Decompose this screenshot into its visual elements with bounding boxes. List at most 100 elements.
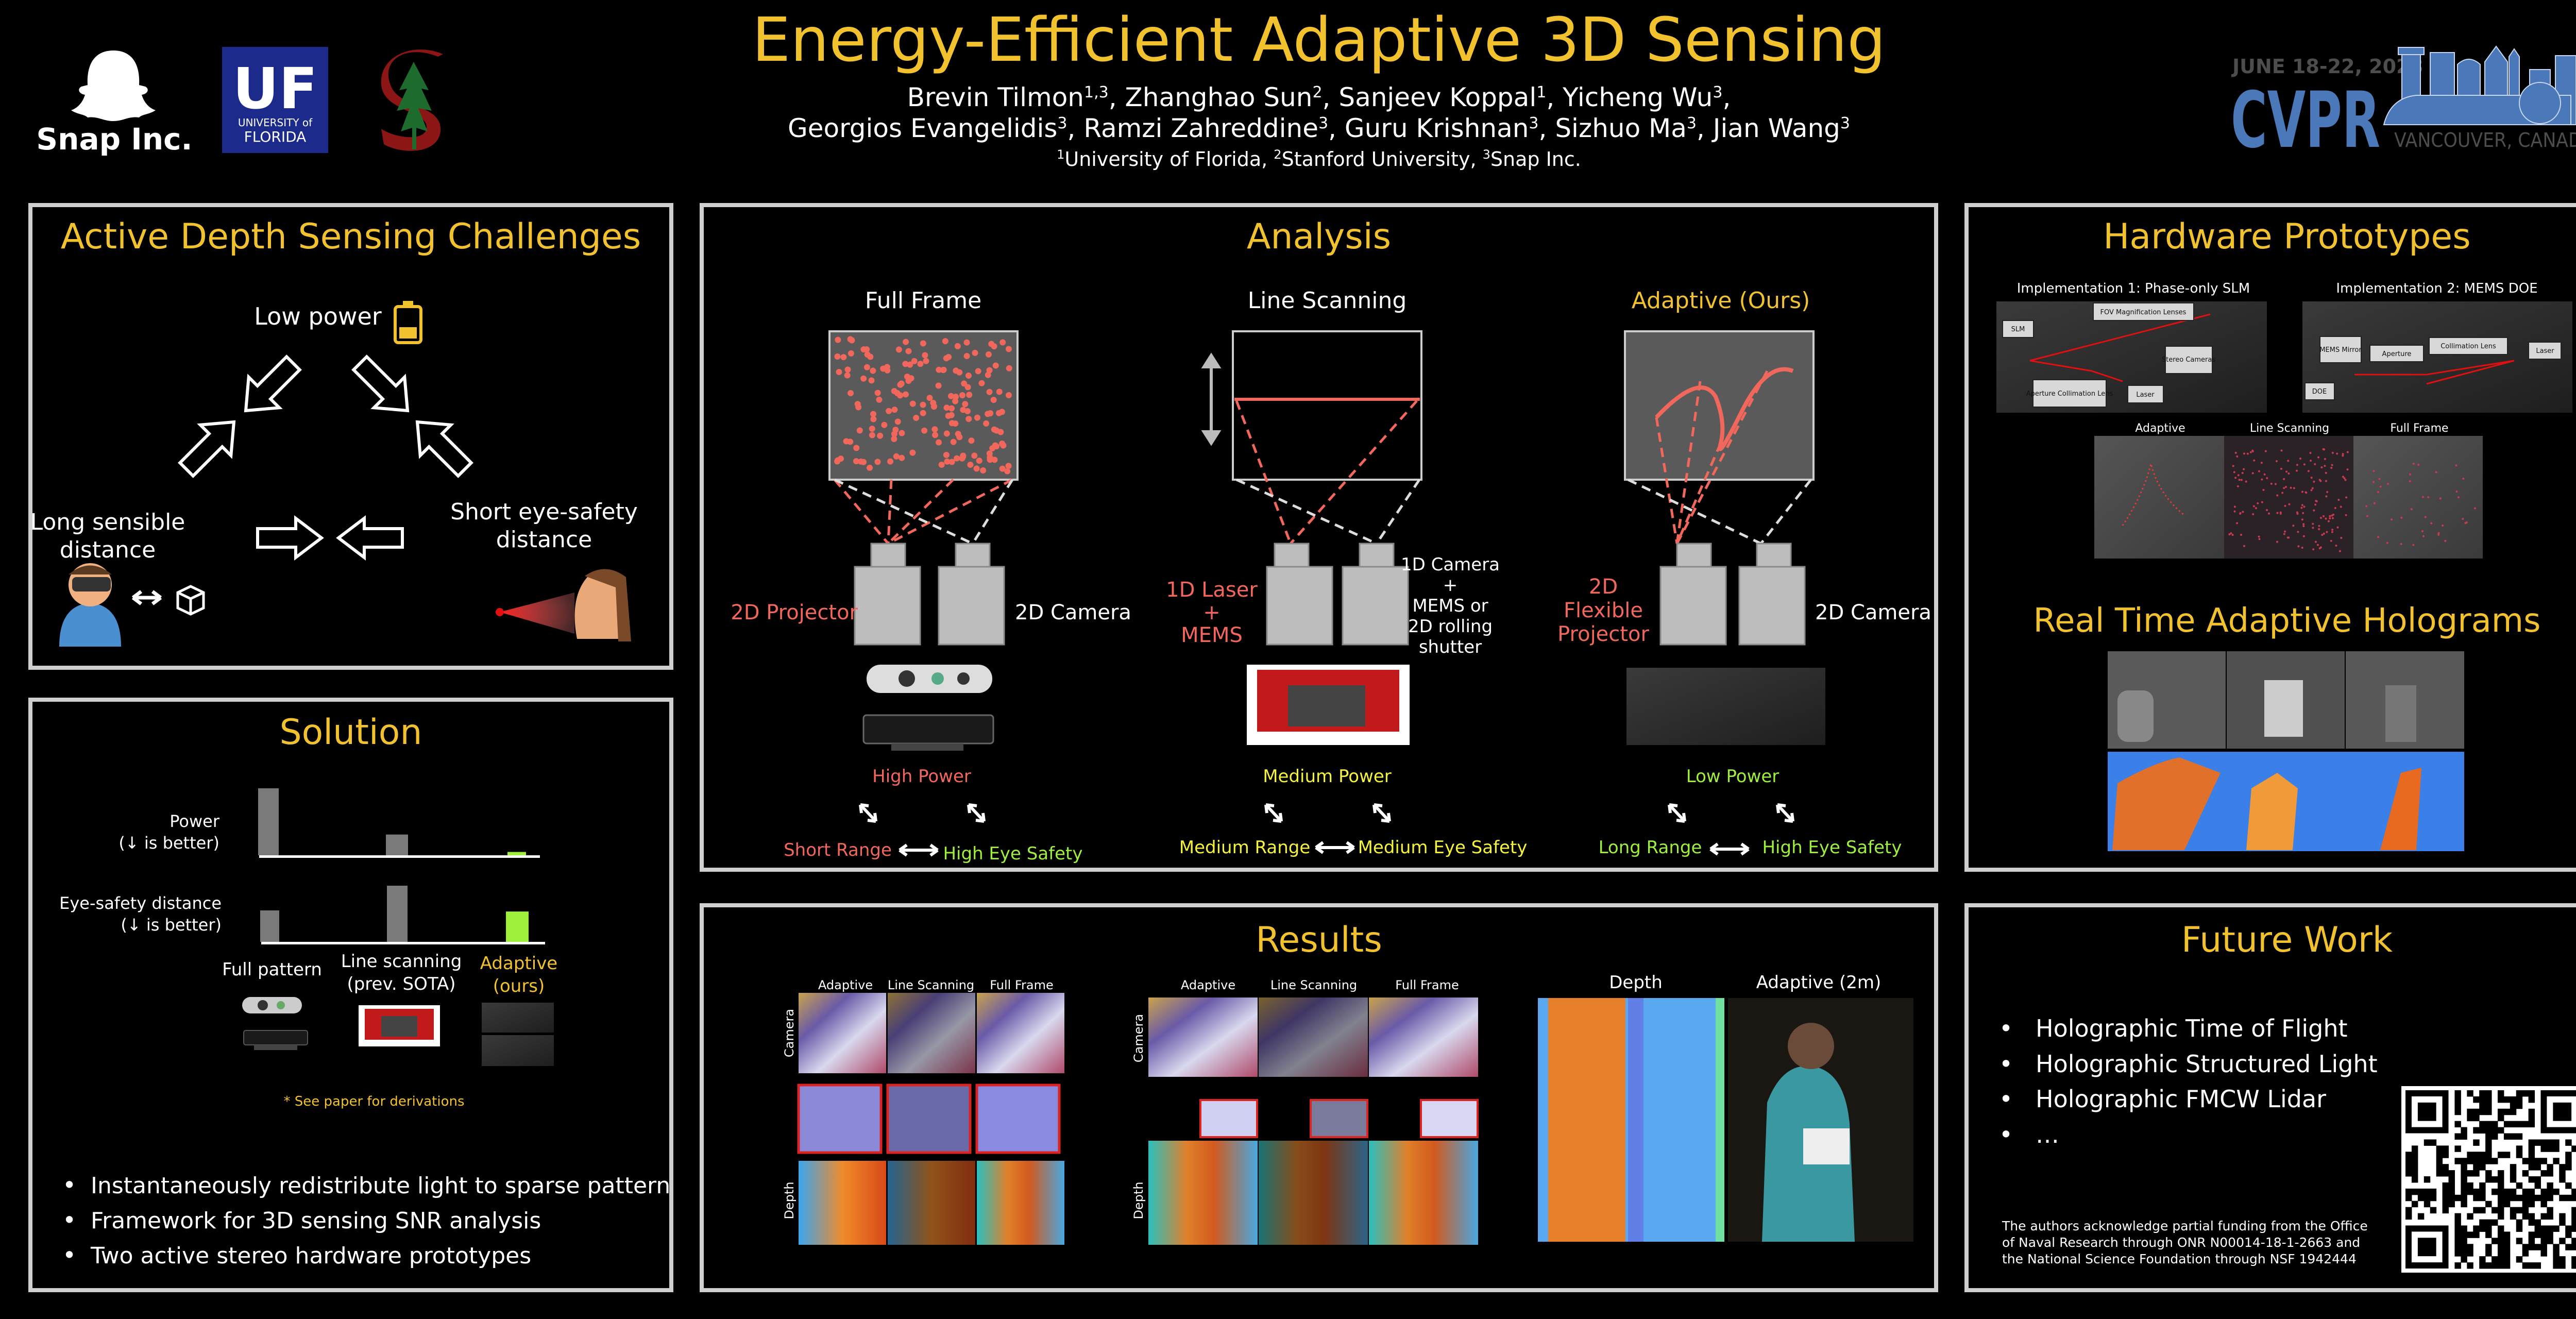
- qr-module: [2503, 1194, 2511, 1202]
- camera-image: [1259, 997, 1368, 1077]
- pattern-dot: [2326, 531, 2328, 533]
- projected-dot: [834, 353, 841, 360]
- qr-module: [2528, 1244, 2535, 1250]
- pattern-dot: [2387, 483, 2389, 485]
- qr-module: [2497, 1262, 2504, 1269]
- pattern-dot: [2427, 496, 2430, 499]
- qr-module: [2559, 1238, 2566, 1244]
- adaptive-pattern-photo: [2094, 436, 2224, 559]
- qr-module: [2510, 1194, 2517, 1202]
- qr-module: [2503, 1096, 2511, 1103]
- qr-module: [2479, 1219, 2486, 1226]
- pattern-dot: [2304, 491, 2307, 494]
- projected-dot: [965, 373, 972, 379]
- pattern-dot: [2242, 511, 2244, 513]
- qr-module: [2510, 1096, 2517, 1103]
- pattern-dot: [2303, 505, 2306, 508]
- qr-module: [2522, 1170, 2529, 1177]
- qr-module: [2565, 1164, 2572, 1171]
- pattern-label: Adaptive: [2135, 422, 2185, 435]
- qr-module: [2454, 1238, 2461, 1244]
- pattern-dot: [2230, 532, 2232, 535]
- label-line: (ours): [493, 976, 545, 996]
- qr-module: [2497, 1194, 2504, 1202]
- bullet-text: Holographic Structured Light: [2036, 1050, 2378, 1078]
- qr-module: [2534, 1139, 2541, 1146]
- qr-module: [2436, 1145, 2443, 1152]
- power-bar: [386, 834, 408, 855]
- label-line: Line scanning: [341, 951, 462, 972]
- pattern-dot: [2400, 516, 2403, 519]
- projected-dot: [921, 427, 928, 434]
- projected-dot: [950, 438, 957, 445]
- qr-module: [2528, 1152, 2535, 1158]
- projected-dot: [999, 465, 1006, 472]
- adaptive-2m-label: Adaptive (2m): [1756, 972, 1882, 993]
- camera-block: [955, 543, 991, 568]
- projected-dot: [854, 401, 861, 408]
- pattern-dot: [2297, 531, 2299, 533]
- results-group-2: Adaptive Line Scanning Full Frame Camera…: [1131, 978, 1479, 1245]
- qr-module: [2479, 1096, 2486, 1103]
- qr-module: [2522, 1188, 2529, 1195]
- pattern-dot: [2295, 469, 2298, 472]
- panel-title: Active Depth Sensing Challenges: [61, 216, 641, 257]
- qr-module: [2547, 1194, 2553, 1202]
- projected-dot: [903, 339, 909, 345]
- label-line: +: [1203, 601, 1221, 624]
- pattern-dot: [2231, 534, 2234, 536]
- qr-module: [2461, 1133, 2467, 1140]
- pattern-dot: [2283, 533, 2285, 535]
- qr-module: [2467, 1108, 2473, 1115]
- battery-icon: [394, 301, 422, 344]
- pattern-dot: [2300, 506, 2303, 509]
- qr-module: [2503, 1108, 2511, 1115]
- panel-analysis: Analysis Full Frame 2D Projector 2D Came…: [700, 203, 1938, 872]
- projected-dot: [847, 438, 854, 445]
- pattern-dot: [2246, 452, 2249, 455]
- projected-dot: [920, 340, 926, 347]
- panel-title: Solution: [279, 712, 422, 753]
- qr-module: [2454, 1096, 2461, 1103]
- photo-tag-text: SLM: [2011, 326, 2025, 333]
- projected-dot: [936, 439, 942, 446]
- arrow-icon: [336, 515, 404, 561]
- photo-tag-text: DOE: [2312, 388, 2327, 396]
- qr-module: [2461, 1188, 2467, 1195]
- qr-module: [2565, 1231, 2572, 1238]
- projected-dot: [991, 456, 998, 463]
- qr-module: [2534, 1158, 2541, 1164]
- double-arrow-icon: [1709, 842, 1750, 856]
- ack-line: The authors acknowledge partial funding …: [2002, 1219, 2368, 1233]
- panel-challenges: Active Depth Sensing Challenges Low powe…: [28, 203, 673, 670]
- qr-module: [2559, 1219, 2566, 1226]
- projected-dot: [988, 341, 995, 347]
- qr-module: [2411, 1176, 2418, 1183]
- affiliation-name: Stanford University,: [1282, 148, 1483, 171]
- projected-dot: [963, 339, 970, 346]
- qr-module: [2479, 1121, 2486, 1128]
- tradeoff-arrows-icon: [1668, 803, 1794, 823]
- footnote: * See paper for derivations: [283, 1094, 464, 1109]
- qr-module: [2510, 1176, 2517, 1183]
- projected-dot: [985, 351, 992, 358]
- kinect-camera-image: [862, 714, 994, 751]
- pattern-dot: [2335, 545, 2337, 547]
- label-line: 2D rolling: [1408, 616, 1493, 637]
- camera-image: [977, 993, 1064, 1073]
- qr-module: [2485, 1244, 2492, 1250]
- projected-dot: [985, 411, 991, 417]
- column-header: Adaptive (Ours): [1632, 288, 1810, 314]
- qr-module: [2454, 1145, 2461, 1152]
- pattern-dot: [2318, 547, 2321, 550]
- qr-module: [2405, 1152, 2412, 1158]
- qr-module: [2467, 1114, 2473, 1122]
- qr-code[interactable]: [2401, 1086, 2576, 1273]
- label-line: shutter: [1419, 637, 1482, 657]
- qr-module: [2485, 1262, 2492, 1269]
- pattern-dot: [2462, 478, 2465, 480]
- pattern-dot: [2435, 471, 2437, 474]
- full-frame-pattern-photo: [2353, 436, 2483, 559]
- pattern-dot: [2331, 529, 2334, 531]
- adaptive-prototype-image-2: [482, 1035, 554, 1066]
